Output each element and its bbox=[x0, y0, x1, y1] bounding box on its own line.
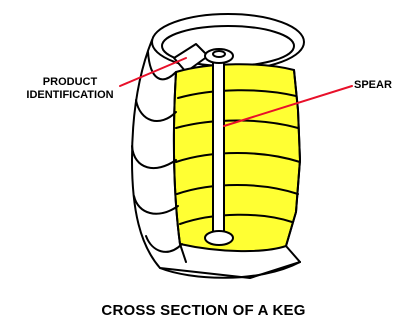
product-label-line1: PRODUCT bbox=[18, 76, 122, 89]
spear-foot bbox=[205, 231, 233, 245]
spear-valve-top-inner bbox=[213, 51, 225, 57]
spear-label: SPEAR bbox=[354, 79, 392, 92]
spear-tube bbox=[213, 58, 224, 236]
product-identification-label: PRODUCT IDENTIFICATION bbox=[18, 76, 122, 102]
product-label-line2: IDENTIFICATION bbox=[18, 89, 122, 102]
diagram-caption: CROSS SECTION OF A KEG bbox=[0, 302, 407, 319]
